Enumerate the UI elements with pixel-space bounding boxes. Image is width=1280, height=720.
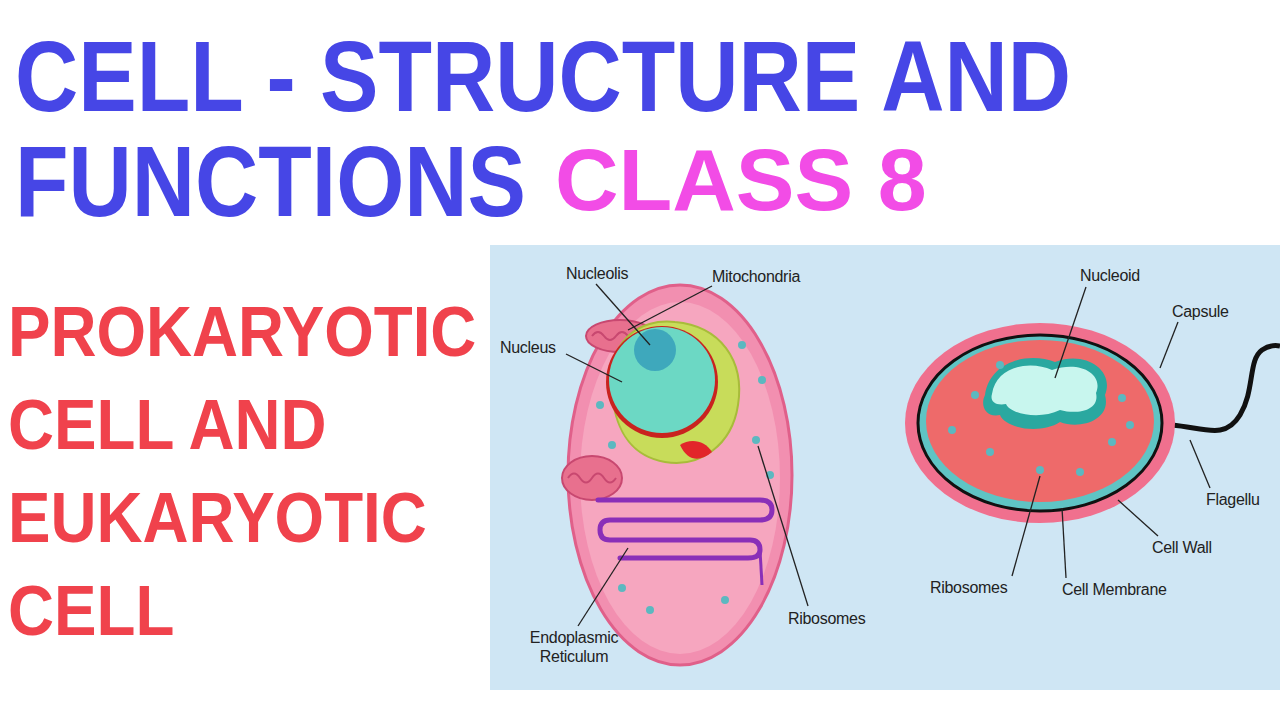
ribosome-dot (971, 391, 979, 399)
ribosome-dot (1076, 468, 1084, 476)
picture-panel (490, 245, 1280, 690)
ribosome-dot (1126, 421, 1134, 429)
ribosome-dot (721, 596, 729, 604)
part-label: Nucleolis (566, 264, 628, 283)
part-label: Ribosomes (930, 578, 1007, 597)
ribosome-dot (608, 441, 616, 449)
nucleus (609, 327, 715, 433)
ribosome-dot (996, 361, 1004, 369)
leader-line (1160, 322, 1178, 368)
leader-line (566, 354, 622, 382)
leader-line (1118, 500, 1158, 536)
leader-line (578, 548, 628, 626)
leader-line (1055, 287, 1086, 378)
part-label: Mitochondria (712, 267, 800, 286)
ribosome-dot (618, 584, 626, 592)
ribosome-dot (1118, 394, 1126, 402)
leader-line (566, 284, 1210, 626)
part-label: Cell Membrane (1062, 580, 1167, 599)
mitochondrion (568, 474, 616, 483)
mitochondrion (562, 456, 622, 500)
nucleus (680, 441, 712, 459)
leader-line (1190, 440, 1210, 488)
prokaryotic-cell (918, 335, 1162, 511)
prokaryotic-cell (905, 323, 1280, 523)
prokaryotic-cell (1172, 346, 1280, 431)
part-label: Flagellu (1206, 490, 1260, 509)
part-label: Nucleoid (1080, 266, 1140, 285)
leader-line (628, 286, 712, 330)
part-label: Capsule (1172, 302, 1229, 321)
leader-line (1062, 508, 1066, 578)
prokaryotic-cell (983, 358, 1107, 429)
part-label: Endoplasmic Reticulum (522, 628, 626, 666)
endoplasmic-reticulum (598, 500, 772, 558)
ribosome-dot (596, 341, 774, 614)
ribosome-dot (948, 361, 1134, 476)
nucleus (606, 326, 718, 438)
leader-line (758, 446, 808, 606)
leader-line (596, 284, 650, 345)
leader-line (1012, 476, 1040, 576)
eukaryotic-cell (568, 285, 792, 665)
eukaryotic-cell (568, 285, 792, 665)
part-label: Nucleus (500, 338, 556, 357)
ribosome-dot (948, 426, 956, 434)
class-label: CLASS 8 (555, 132, 927, 228)
prokaryotic-cell (992, 365, 1098, 415)
ribosome-dot (986, 448, 994, 456)
prokaryotic-cell (905, 323, 1175, 523)
ribosome-dot (758, 376, 766, 384)
part-label: Ribosomes (788, 609, 865, 628)
part-label: Cell Wall (1152, 538, 1212, 557)
ribosome-dot (596, 401, 604, 409)
ribosome-dot (752, 436, 760, 444)
endoplasmic-reticulum (760, 550, 762, 585)
ribosome-dot (646, 606, 654, 614)
ribosome-dot (1036, 466, 1044, 474)
ribosome-dot (738, 341, 746, 349)
topic-heading: PROKARYOTIC CELL AND EUKARYOTIC CELL (8, 286, 490, 658)
nucleus (634, 329, 676, 371)
endoplasmic-reticulum (598, 500, 772, 585)
ribosome-dot (1108, 438, 1116, 446)
nucleus (606, 322, 739, 463)
